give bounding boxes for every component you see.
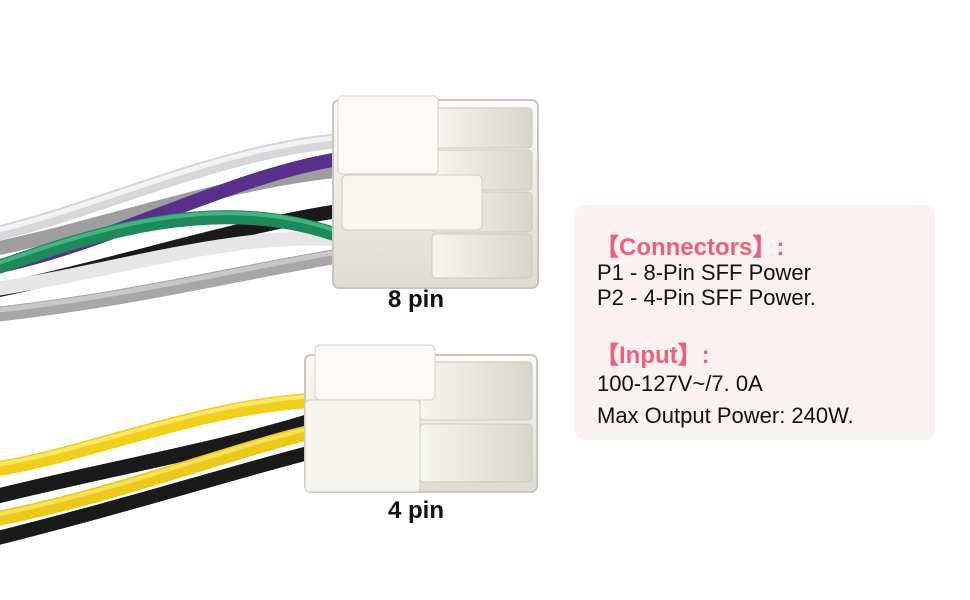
4-pin-cell	[419, 423, 533, 483]
wire-gray-bottom	[0, 247, 353, 322]
wire-white-lower	[0, 231, 352, 296]
connectors-heading: 【Connectors】:	[595, 234, 785, 261]
wire-yellow-4pin-upper	[0, 392, 328, 476]
input-line-voltage: 100-127V~/7. 0A	[597, 371, 763, 396]
8-pin-cell	[431, 107, 533, 149]
8-pin-cell	[431, 233, 533, 279]
4-pin-label: 4 pin	[388, 497, 445, 524]
wire-black-4pin	[0, 410, 328, 504]
4-pin-wire-bundle	[0, 392, 328, 545]
4-pin-cell	[419, 361, 533, 421]
8-pin-label: 8 pin	[388, 286, 445, 313]
wire-green-highlight	[0, 211, 347, 265]
wire-yellow-4pin-upper-highlight	[0, 394, 322, 467]
input-line-power: Max Output Power: 240W.	[597, 403, 854, 428]
wire-yellow-4pin-lower-highlight	[0, 424, 322, 517]
8-pin-wire-bundle	[0, 132, 353, 322]
8-pin-housing-front	[337, 95, 439, 175]
8-pin-latch	[341, 174, 483, 231]
wire-white-top	[0, 132, 353, 241]
wire-green	[0, 210, 352, 274]
4-pin-housing-front	[304, 399, 421, 493]
wire-yellow-4pin-lower	[0, 422, 328, 526]
spec-panel: 【Connectors】: P1 - 8-Pin SFF Power P2 - …	[575, 205, 935, 440]
4-pin-connector	[304, 344, 538, 493]
wire-black-4pin-lower	[0, 443, 327, 545]
4-pin-latch	[314, 344, 436, 401]
input-heading: 【Input】:	[595, 342, 710, 369]
connector-line-p1: P1 - 8-Pin SFF Power	[597, 260, 811, 285]
8-pin-connector	[332, 95, 539, 289]
wire-gray-bottom-highlight	[0, 248, 348, 313]
connector-line-p2: P2 - 4-Pin SFF Power.	[597, 285, 816, 310]
wire-white-top-highlight	[0, 134, 348, 233]
